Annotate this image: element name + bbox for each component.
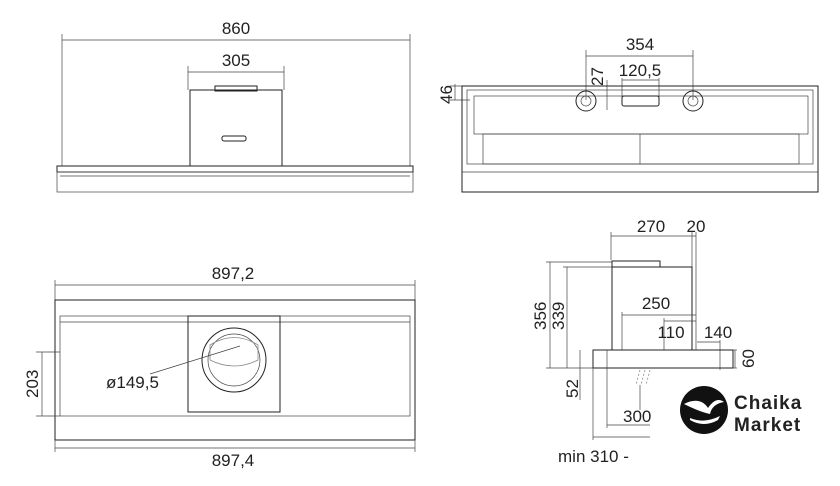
side-view: 270 20 356 339 250 110 140 60 52 300: [531, 217, 758, 466]
dim-60: 60: [739, 349, 758, 368]
rear-view: 354 120,5 27 46: [437, 35, 819, 193]
dim-20: 20: [687, 217, 706, 236]
logo-line1: Chaika: [734, 393, 802, 414]
dim-min-310: min 310 -: [558, 447, 629, 466]
dim-897-2: 897,2: [212, 264, 255, 283]
dim-52: 52: [563, 379, 582, 398]
dim-duct-305: 305: [222, 51, 250, 70]
front-view: 860 305: [56, 19, 414, 193]
dim-270: 270: [637, 217, 665, 236]
dim-27: 27: [588, 67, 607, 86]
dim-203: 203: [23, 370, 42, 398]
dim-diameter: ø149,5: [106, 373, 159, 392]
dim-356: 356: [531, 302, 550, 330]
bottom-view: 897,2 203 ø149,5 897,4: [23, 264, 416, 470]
dim-120-5: 120,5: [619, 61, 662, 80]
dim-354: 354: [626, 35, 654, 54]
dim-140: 140: [704, 323, 732, 342]
dim-897-4: 897,4: [212, 451, 255, 470]
chaika-market-logo: Chaika Market: [652, 376, 840, 446]
dim-width-860: 860: [222, 19, 250, 38]
dim-250: 250: [642, 294, 670, 313]
dim-339: 339: [549, 302, 568, 330]
logo-line2: Market: [734, 415, 801, 436]
dim-110: 110: [657, 323, 684, 342]
dim-46: 46: [437, 85, 456, 104]
dim-300: 300: [623, 407, 651, 426]
